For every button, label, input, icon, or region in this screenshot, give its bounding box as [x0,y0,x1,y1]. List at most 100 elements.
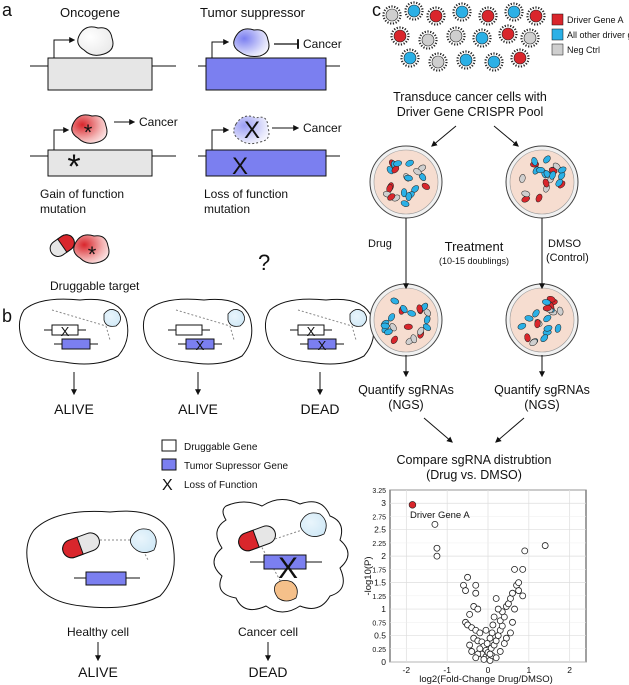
data-point [490,613,498,621]
panel-b-legend: Druggable Gene Tumor Supressor Gene X Lo… [161,439,289,494]
virus-particle-grey [382,5,402,25]
healthy-cell-outcome: ALIVE [78,664,118,680]
legend-loss-of-function: Loss of Function [184,480,257,491]
x-tick-label: -2 [403,665,411,675]
data-point [509,589,516,597]
legend-neg-ctrl: Neg Ctrl [567,45,600,55]
virus-particle-grey [520,28,540,48]
legend-x-mark: X [162,477,173,494]
transduce-line2: Driver Gene CRISPR Pool [397,105,544,119]
compare-line2: (Drug vs. DMSO) [426,468,522,482]
data-point [431,521,439,528]
data-point [515,579,523,587]
svg-text:*: * [84,120,93,145]
virus-particle-blue [472,28,492,48]
y-minor-tick-label: 1.25 [372,594,386,601]
outcome-1: ALIVE [54,401,94,417]
quantify-right-line2: (NGS) [524,398,559,412]
svg-text:X: X [244,117,260,144]
highlight-point [408,501,417,509]
virus-particle-grey [428,52,448,72]
x-tick-label: 1 [526,665,531,675]
compare-line1: Compare sgRNA distrubtion [397,453,552,467]
dish-top-right [505,145,579,219]
y-minor-tick-label: 2.75 [372,514,386,521]
virus-particle-grey [446,26,466,46]
data-point [519,592,527,600]
data-point [519,565,527,573]
y-minor-tick-label: 3.25 [372,488,386,495]
virus-particle-blue [404,1,424,21]
healthy-cell [26,510,175,609]
dmso-line1: DMSO [548,238,581,250]
data-point [521,547,529,555]
svg-text:X: X [61,324,70,339]
y-tick-label: 1 [381,604,386,614]
legend-other-driver-genes: All other driver genes [567,30,629,40]
cancer-label-ts-mutant: Cancer [303,121,342,135]
data-point [468,648,476,655]
dish-top-left [369,145,443,219]
data-point [511,565,518,573]
dish-dmso [505,283,579,357]
highlight-label: Driver Gene A [410,510,470,521]
virus-particle-red [498,24,518,44]
data-point [483,640,491,647]
druggable-target-label: Druggable target [50,279,140,293]
data-point [474,605,482,613]
y-tick-label: 3 [381,498,386,508]
data-point [500,640,508,647]
data-point [515,587,523,594]
cancer-cell-outcome: DEAD [249,664,288,680]
cell-scenario-3: X X [264,298,375,365]
virus-particle-grey [418,30,438,50]
tumor-suppressor-gene-mutant: X X [198,115,340,180]
data-point [433,552,441,560]
data-point [541,542,549,549]
data-point [486,650,494,658]
data-point [486,634,494,642]
outcome-3: DEAD [301,401,340,417]
y-minor-tick-label: 0.75 [372,620,386,627]
y-tick-label: 2.5 [374,525,386,535]
legend-druggable-gene: Druggable Gene [184,442,258,453]
data-point [476,629,484,637]
quantify-left-line1: Quantify sgRNAs [358,383,454,397]
x-tick-label: 2 [567,665,572,675]
virus-particle-red [390,26,410,46]
y-tick-label: 1.5 [374,578,386,588]
y-minor-tick-label: 1.75 [372,567,386,574]
data-point [464,573,471,581]
svg-text:X: X [278,552,298,585]
oncogene-gene-mutant: * * [30,114,176,186]
outcome-2: ALIVE [178,401,218,417]
x-tick-label: -1 [443,665,451,675]
data-point [462,587,469,594]
oncogene-gene-normal [30,26,176,91]
data-point [480,655,488,663]
treatment-label: Treatment [445,239,504,254]
data-point [482,626,490,634]
virus-particle-blue [456,50,476,70]
dmso-line2: (Control) [546,252,589,264]
virus-particle-blue [452,2,472,22]
virus-particle-blue [400,48,420,68]
y-tick-label: 0 [381,657,386,667]
cancer-cell-label: Cancer cell [238,625,298,639]
loss-of-function-line2: mutation [204,202,250,216]
data-point [492,654,500,662]
virus-particle-red [510,48,530,68]
virus-particle-red [526,6,546,26]
gain-of-function-line1: Gain of function [40,187,124,201]
x-tick-label: 0 [486,665,491,675]
legend-tumor-suppressor-gene: Tumor Supressor Gene [184,461,289,472]
x-axis-label: log2(Fold-Change Drug/DMSO) [419,674,553,685]
loss-of-function-line1: Loss of function [204,187,288,201]
cancer-label-ts-normal: Cancer [303,37,342,51]
data-point [494,605,502,613]
svg-text:X: X [318,338,327,353]
question-mark: ? [258,250,270,275]
y-tick-label: 0.5 [374,631,386,641]
